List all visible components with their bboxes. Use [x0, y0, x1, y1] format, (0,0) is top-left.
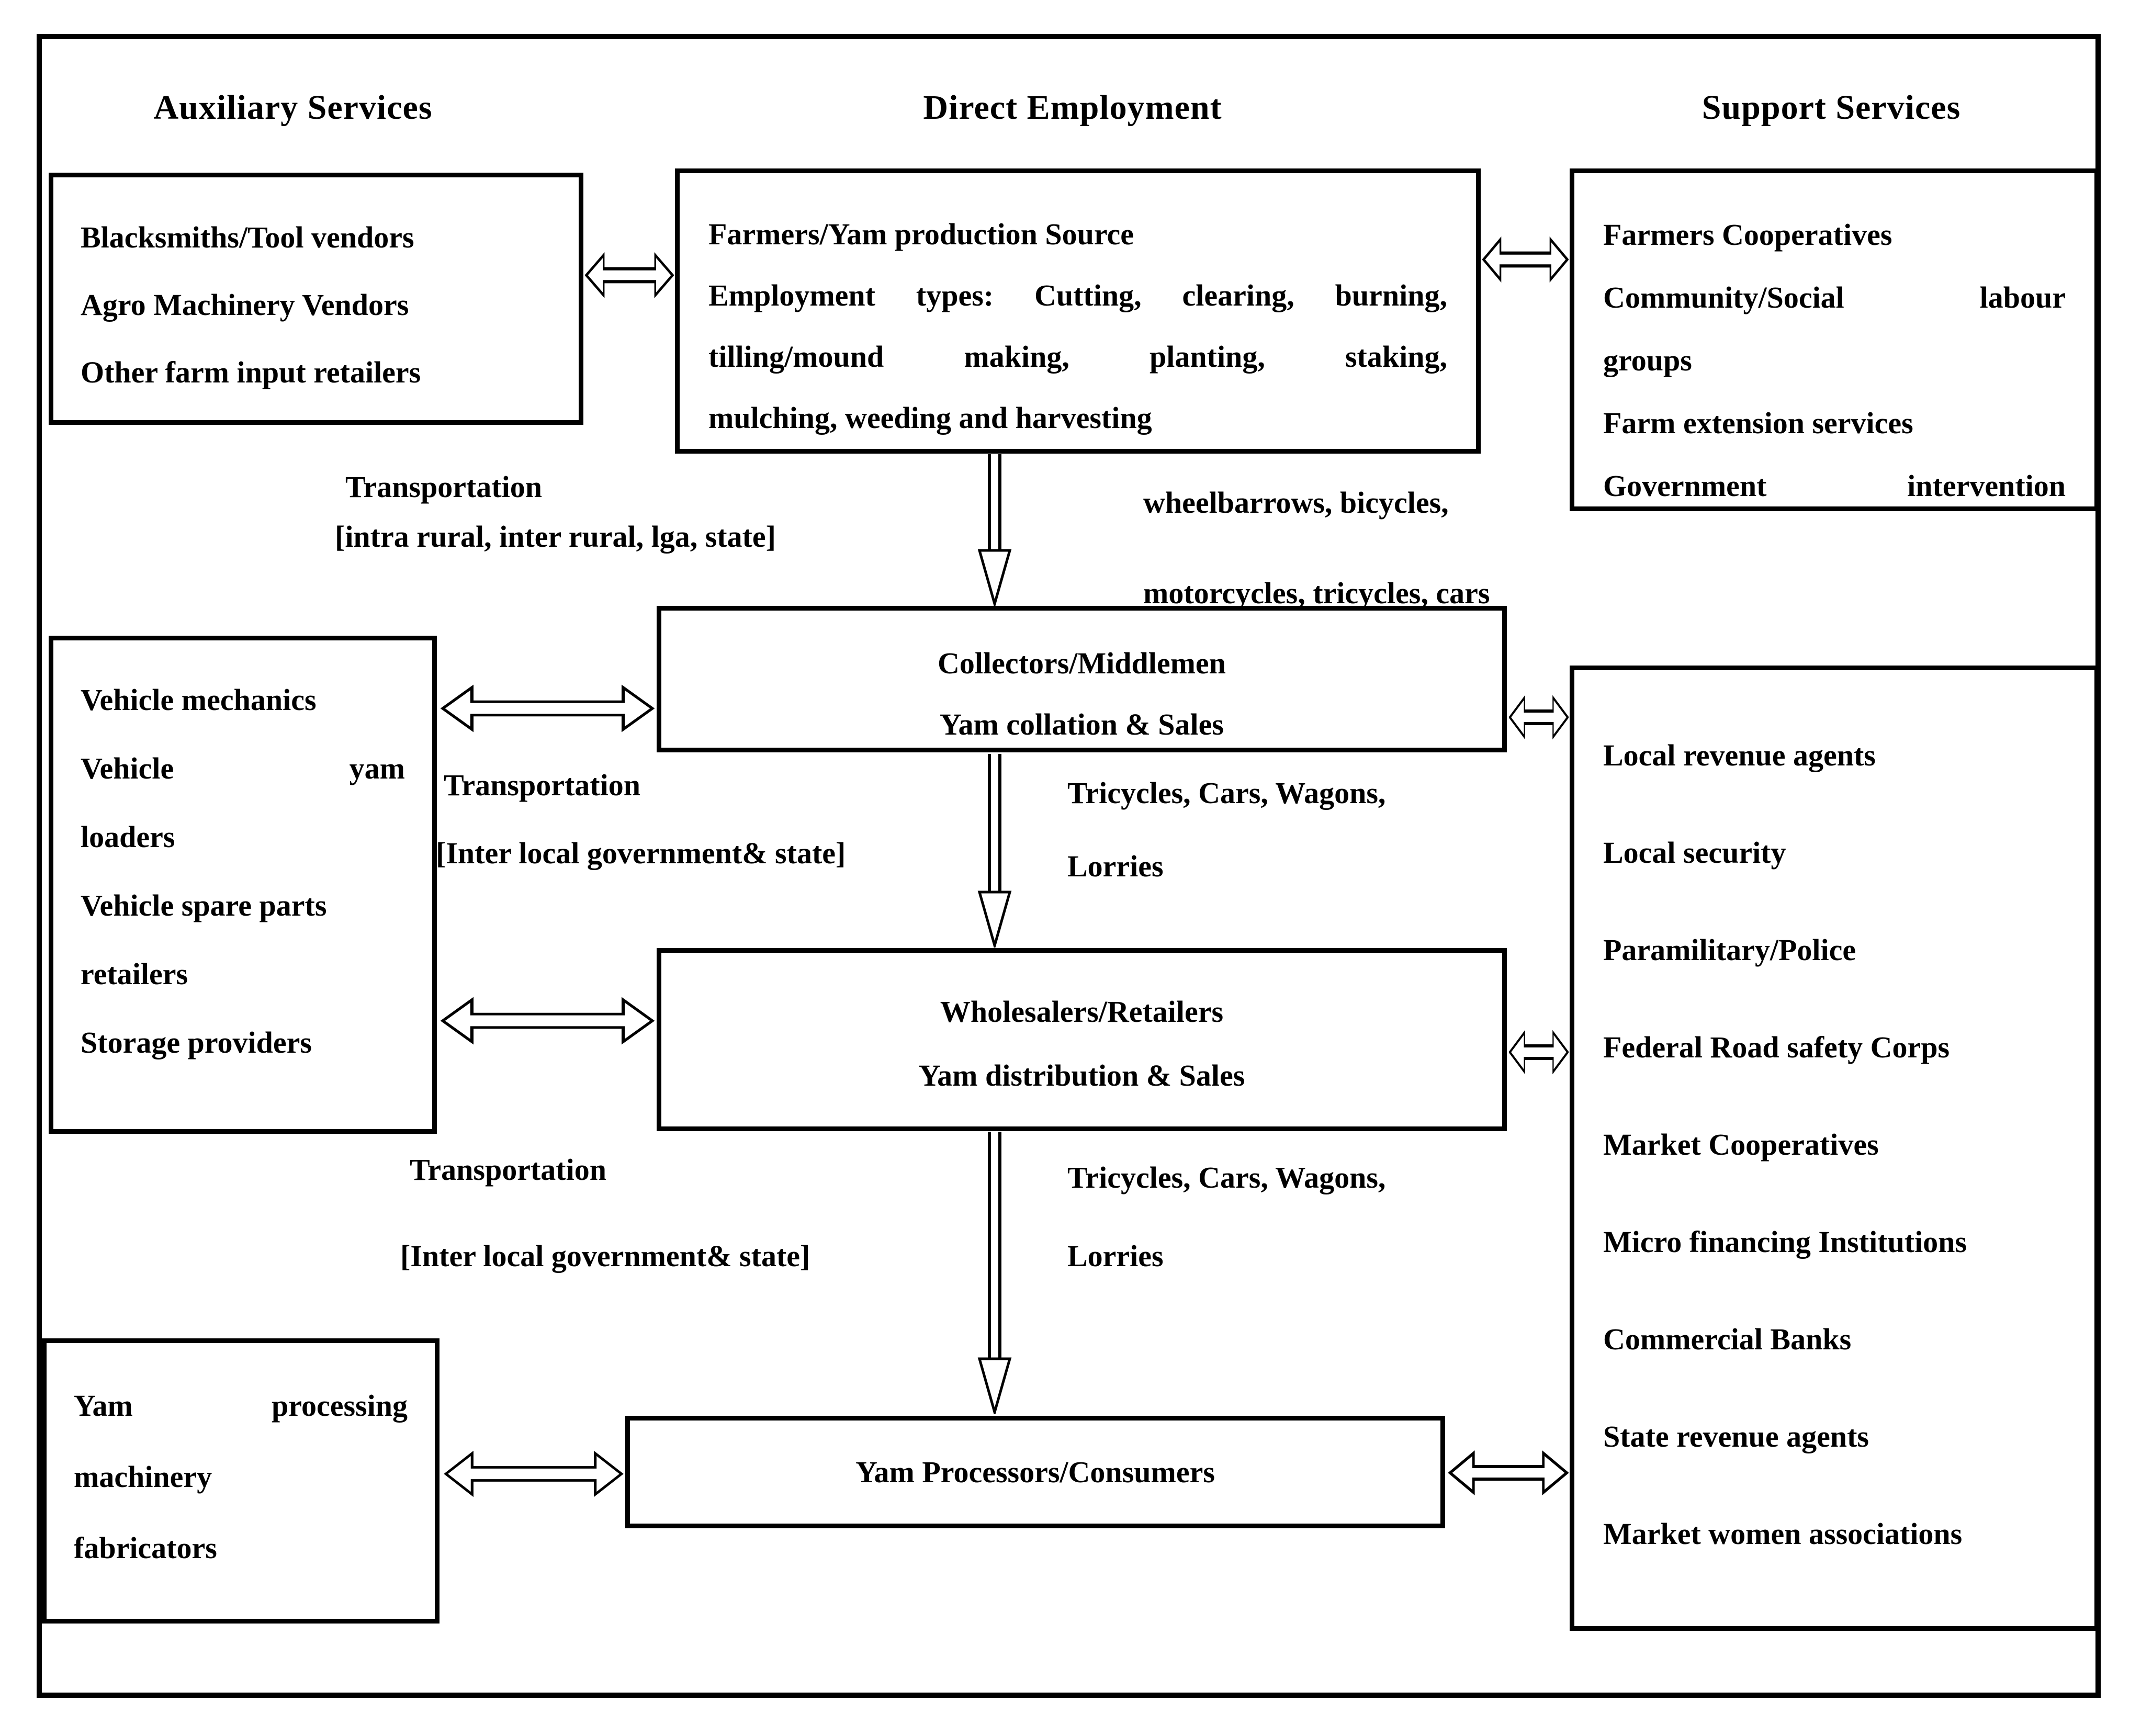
box-line: Vehicle spare parts [81, 888, 327, 922]
box-auxiliary-top: Blacksmiths/Tool vendors Agro Machinery … [49, 173, 583, 425]
label-vehicles-2-line2: Lorries [1067, 849, 1164, 883]
header-auxiliary-services: Auxiliary Services [153, 88, 433, 127]
double-arrow-icon [1509, 1029, 1569, 1076]
box-line: retailers [81, 957, 188, 991]
box-line: Farmers/Yam production Source [708, 217, 1134, 251]
label-transportation-2-scope: [Inter local government& state] [436, 836, 846, 870]
label-vehicles-2-line1: Tricycles, Cars, Wagons, [1067, 776, 1386, 810]
down-arrow-icon [977, 1132, 1012, 1414]
box-auxiliary-mid: Vehicle mechanics Vehicle yam loaders Ve… [49, 636, 437, 1134]
down-arrow-icon [977, 754, 1012, 948]
box-line: Collectors/Middlemen [938, 646, 1226, 680]
box-farmers: Farmers/Yam production Source Employment… [675, 168, 1481, 454]
double-arrow-icon [440, 683, 656, 734]
box-line: Blacksmiths/Tool vendors [81, 220, 414, 254]
label-vehicles-1-line2: motorcycles, tricycles, cars [1143, 576, 1490, 610]
box-support-top: Farmers Cooperatives Community/Social la… [1570, 168, 2099, 511]
label-transportation-1-scope: [intra rural, inter rural, lga, state] [335, 520, 776, 554]
box-line: mulching, weeding and harvesting [708, 401, 1152, 435]
box-line: Yam processing [74, 1389, 408, 1423]
header-direct-employment: Direct Employment [923, 88, 1222, 127]
label-transportation-1: Transportation [345, 470, 542, 504]
box-line: Other farm input retailers [81, 355, 421, 389]
label-transportation-3: Transportation [410, 1153, 606, 1187]
box-line: Employment types: Cutting, clearing, bur… [708, 278, 1447, 312]
box-line: Vehicle mechanics [81, 683, 317, 717]
box-line: Farmers Cooperatives [1603, 218, 1892, 252]
double-arrow-icon [1509, 694, 1569, 741]
box-line: Yam collation & Sales [940, 707, 1224, 741]
list-item: Paramilitary/Police [1603, 933, 1856, 967]
box-line: Storage providers [81, 1025, 312, 1059]
box-line: Yam distribution & Sales [918, 1058, 1245, 1092]
list-item: Commercial Banks [1603, 1322, 1852, 1356]
box-collectors: Collectors/Middlemen Yam collation & Sal… [657, 606, 1507, 752]
double-arrow-icon [585, 251, 674, 299]
box-line: Community/Social labour [1603, 280, 2066, 314]
double-arrow-icon [443, 1449, 624, 1498]
list-item: Federal Road safety Corps [1603, 1030, 1950, 1064]
list-item: Local security [1603, 836, 1786, 870]
box-line: loaders [81, 820, 175, 854]
box-processors: Yam Processors/Consumers [625, 1416, 1445, 1528]
box-line: Farm extension services [1603, 406, 1913, 440]
box-support-main: Local revenue agents Local security Para… [1570, 666, 2099, 1631]
label-vehicles-3-line2: Lorries [1067, 1239, 1164, 1273]
label-vehicles-3-line1: Tricycles, Cars, Wagons, [1067, 1160, 1386, 1194]
list-item: Local revenue agents [1603, 738, 1876, 772]
list-item: State revenue agents [1603, 1419, 1869, 1453]
list-item: Micro financing Institutions [1603, 1225, 1967, 1259]
box-wholesalers: Wholesalers/Retailers Yam distribution &… [657, 948, 1507, 1131]
label-vehicles-1-line1: wheelbarrows, bicycles, [1143, 486, 1449, 520]
down-arrow-icon [977, 454, 1012, 606]
list-item: Market women associations [1603, 1517, 1963, 1551]
label-transportation-3-scope: [Inter local government& state] [400, 1239, 810, 1273]
box-line: Vehicle yam [81, 751, 405, 785]
box-line: tilling/mound making, planting, staking, [708, 340, 1447, 374]
box-line: Wholesalers/Retailers [940, 995, 1224, 1029]
double-arrow-icon [440, 996, 656, 1046]
double-arrow-icon [1482, 235, 1569, 284]
box-line: Agro Machinery Vendors [81, 288, 409, 322]
double-arrow-icon [1448, 1449, 1569, 1496]
list-item: Market Cooperatives [1603, 1128, 1879, 1162]
box-line: groups [1603, 343, 1692, 377]
header-support-services: Support Services [1701, 88, 1961, 127]
box-line: fabricators [74, 1531, 217, 1565]
box-fabricators: Yam processing machinery fabricators [42, 1338, 440, 1624]
label-transportation-2: Transportation [444, 768, 640, 802]
box-line: machinery [74, 1460, 212, 1494]
box-line: Government intervention [1603, 469, 2066, 503]
box-line: Yam Processors/Consumers [855, 1455, 1215, 1489]
